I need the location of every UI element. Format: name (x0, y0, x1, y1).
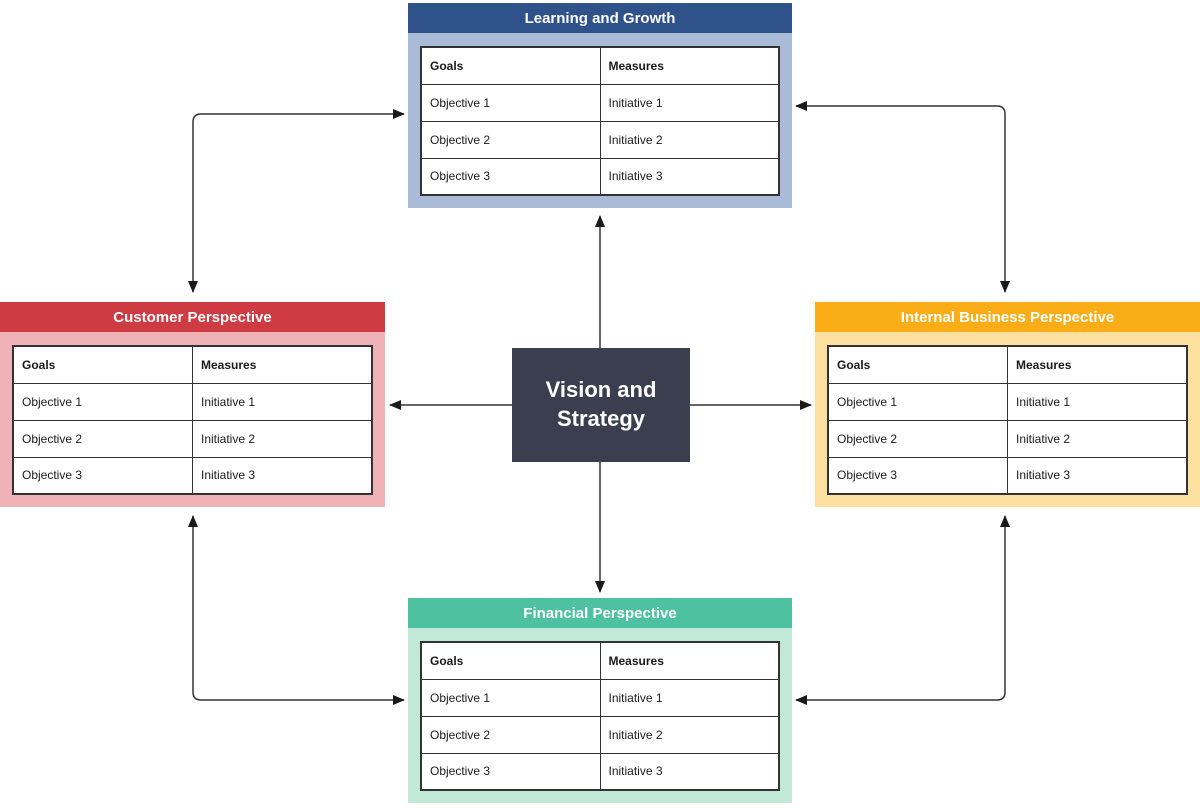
table-row: Objective 2 Initiative 2 (827, 419, 1188, 458)
table-row: Objective 2 Initiative 2 (420, 120, 780, 159)
goals-measures-table: Goals Measures Objective 1 Initiative 1 … (12, 345, 373, 495)
goal-cell: Objective 1 (420, 83, 601, 122)
col-header-measures: Measures (599, 641, 780, 680)
panel-internal-business-perspective[interactable]: Internal Business Perspective Goals Meas… (815, 302, 1200, 507)
panel-customer-perspective[interactable]: Customer Perspective Goals Measures Obje… (0, 302, 385, 507)
goal-cell: Objective 2 (420, 715, 601, 754)
table-header-row: Goals Measures (420, 641, 780, 680)
panel-body-learning-and-growth: Goals Measures Objective 1 Initiative 1 … (408, 33, 792, 208)
panel-title-internal-business-perspective: Internal Business Perspective (815, 302, 1200, 332)
table-header-row: Goals Measures (12, 345, 373, 384)
connector-customer-learning-arrow (188, 109, 405, 293)
col-header-measures: Measures (599, 46, 780, 85)
table-row: Objective 2 Initiative 2 (420, 715, 780, 754)
goal-cell: Objective 2 (12, 419, 193, 458)
measure-cell: Initiative 3 (192, 456, 373, 495)
table-row: Objective 3 Initiative 3 (420, 157, 780, 196)
table-row: Objective 1 Initiative 1 (420, 678, 780, 717)
panel-title-customer-perspective: Customer Perspective (0, 302, 385, 332)
measure-cell: Initiative 1 (1007, 382, 1188, 421)
panel-body-internal-business-perspective: Goals Measures Objective 1 Initiative 1 … (815, 332, 1200, 507)
goal-cell: Objective 3 (827, 456, 1008, 495)
measure-cell: Initiative 2 (192, 419, 373, 458)
measure-cell: Initiative 1 (599, 678, 780, 717)
col-header-goals: Goals (420, 46, 601, 85)
goal-cell: Objective 1 (12, 382, 193, 421)
center-node-vision-and-strategy[interactable]: Vision and Strategy (512, 348, 690, 462)
goal-cell: Objective 2 (420, 120, 601, 159)
goals-measures-table: Goals Measures Objective 1 Initiative 1 … (420, 641, 780, 791)
measure-cell: Initiative 3 (599, 157, 780, 196)
goal-cell: Objective 1 (420, 678, 601, 717)
connector-internal-learning-arrow (795, 101, 1010, 293)
table-row: Objective 3 Initiative 3 (420, 752, 780, 791)
measure-cell: Initiative 1 (192, 382, 373, 421)
measure-cell: Initiative 2 (599, 120, 780, 159)
panel-body-customer-perspective: Goals Measures Objective 1 Initiative 1 … (0, 332, 385, 507)
goals-measures-table: Goals Measures Objective 1 Initiative 1 … (827, 345, 1188, 495)
table-row: Objective 2 Initiative 2 (12, 419, 373, 458)
panel-title-learning-and-growth: Learning and Growth (408, 3, 792, 33)
panel-title-financial-perspective: Financial Perspective (408, 598, 792, 628)
table-row: Objective 1 Initiative 1 (420, 83, 780, 122)
col-header-goals: Goals (420, 641, 601, 680)
col-header-measures: Measures (1007, 345, 1188, 384)
measure-cell: Initiative 2 (599, 715, 780, 754)
table-row: Objective 1 Initiative 1 (12, 382, 373, 421)
connector-internal-financial-arrow (795, 515, 1010, 705)
table-row: Objective 3 Initiative 3 (827, 456, 1188, 495)
panel-body-financial-perspective: Goals Measures Objective 1 Initiative 1 … (408, 628, 792, 803)
connector-customer-financial-arrow (188, 515, 405, 705)
measure-cell: Initiative 3 (599, 752, 780, 791)
table-header-row: Goals Measures (420, 46, 780, 85)
measure-cell: Initiative 1 (599, 83, 780, 122)
goals-measures-table: Goals Measures Objective 1 Initiative 1 … (420, 46, 780, 196)
col-header-measures: Measures (192, 345, 373, 384)
panel-financial-perspective[interactable]: Financial Perspective Goals Measures Obj… (408, 598, 792, 803)
goal-cell: Objective 3 (12, 456, 193, 495)
goal-cell: Objective 2 (827, 419, 1008, 458)
measure-cell: Initiative 2 (1007, 419, 1188, 458)
goal-cell: Objective 1 (827, 382, 1008, 421)
measure-cell: Initiative 3 (1007, 456, 1188, 495)
goal-cell: Objective 3 (420, 752, 601, 791)
goal-cell: Objective 3 (420, 157, 601, 196)
table-header-row: Goals Measures (827, 345, 1188, 384)
table-row: Objective 1 Initiative 1 (827, 382, 1188, 421)
table-row: Objective 3 Initiative 3 (12, 456, 373, 495)
col-header-goals: Goals (12, 345, 193, 384)
panel-learning-and-growth[interactable]: Learning and Growth Goals Measures Objec… (408, 3, 792, 208)
col-header-goals: Goals (827, 345, 1008, 384)
